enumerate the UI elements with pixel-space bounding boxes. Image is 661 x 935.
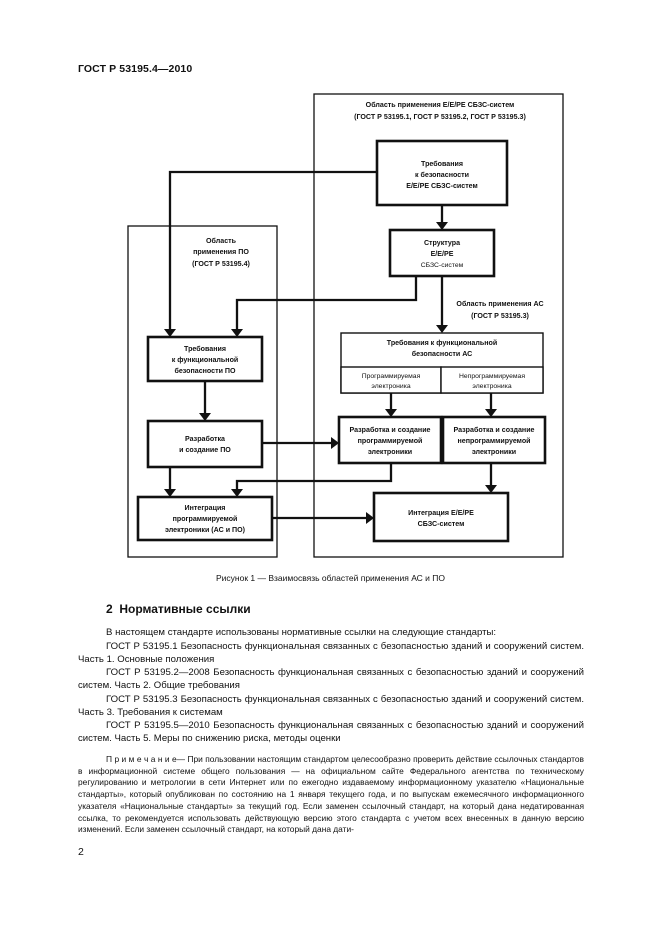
as-scope-title-2: (ГОСТ Р 53195.3) — [471, 312, 529, 320]
svg-text:электроники: электроники — [368, 448, 412, 456]
svg-text:Разработка и создание: Разработка и создание — [453, 426, 534, 434]
region-software-title-3: (ГОСТ Р 53195.4) — [192, 260, 250, 268]
box-programmable-electronics: Программируемая электроника — [340, 366, 442, 394]
section-title: Нормативные ссылки — [119, 602, 251, 616]
svg-text:Разработка и создание: Разработка и создание — [349, 426, 430, 434]
svg-text:Структура: Структура — [424, 239, 460, 247]
section-number: 2 — [106, 602, 113, 616]
svg-text:программируемой: программируемой — [173, 515, 238, 523]
box-software-development: Разработка и создание ПО — [146, 419, 264, 469]
note-text: — При пользовании настоящим стандартом ц… — [78, 754, 584, 835]
box-safety-requirements: Требования к безопасности Е/Е/РЕ СБЗС-си… — [375, 139, 509, 207]
svg-text:программируемой: программируемой — [358, 437, 423, 445]
svg-text:Интеграция Е/Е/РЕ: Интеграция Е/Е/РЕ — [408, 509, 474, 517]
reference-53195-2: ГОСТ Р 53195.2—2008 Безопасность функцио… — [78, 667, 584, 692]
paragraph-intro: В настоящем стандарте использованы норма… — [106, 627, 497, 638]
svg-text:электроника: электроника — [371, 383, 410, 390]
region-eepe-title-2: (ГОСТ Р 53195.1, ГОСТ Р 53195.2, ГОСТ Р … — [354, 113, 526, 121]
svg-text:СБЗС-систем: СБЗС-систем — [418, 520, 465, 528]
svg-text:СБЗС-систем: СБЗС-систем — [421, 262, 464, 269]
svg-text:электроники: электроники — [472, 448, 516, 456]
region-software-title-2: применения ПО — [193, 248, 249, 256]
region-software-scope — [127, 225, 278, 558]
svg-text:Разработка: Разработка — [185, 435, 225, 443]
svg-text:к безопасности: к безопасности — [415, 171, 469, 179]
connectors — [164, 170, 497, 524]
reference-53195-5: ГОСТ Р 53195.5—2010 Безопасность функцио… — [78, 720, 584, 745]
box-integration-programmable-electronics: Интеграция программируемой электроники (… — [136, 495, 274, 542]
svg-text:непрограммируемой: непрограммируемой — [457, 437, 530, 445]
region-eepe-title-1: Область применения Е/Е/РЕ СБЗС-систем — [366, 101, 515, 109]
svg-text:Программируемая: Программируемая — [362, 373, 421, 380]
svg-text:Интеграция: Интеграция — [185, 504, 226, 512]
figure-caption: Рисунок 1 — Взаимосвязь областей примене… — [215, 573, 446, 583]
svg-text:к функциональной: к функциональной — [172, 356, 239, 364]
svg-text:Требования: Требования — [421, 160, 463, 168]
box-integration-system: Интеграция Е/Е/РЕ СБЗС-систем — [372, 491, 510, 543]
svg-text:Е/Е/РЕ: Е/Е/РЕ — [431, 250, 454, 258]
reference-53195-3: ГОСТ Р 53195.3 Безопасность функциональн… — [78, 694, 584, 719]
svg-text:Требования: Требования — [184, 345, 226, 353]
box-development-programmable: Разработка и создание программируемой эл… — [337, 415, 443, 465]
box-nonprogrammable-electronics: Непрограммируемая электроника — [440, 366, 544, 394]
svg-text:и создание ПО: и создание ПО — [179, 446, 231, 454]
svg-text:безопасности ПО: безопасности ПО — [174, 367, 236, 375]
section-heading: 2 Нормативные ссылки — [106, 602, 251, 616]
svg-text:электроники (АС и ПО): электроники (АС и ПО) — [165, 526, 246, 534]
box-structure: Структура Е/Е/РЕ СБЗС-систем — [388, 228, 496, 278]
svg-text:электроника: электроника — [472, 383, 511, 390]
svg-text:Непрограммируемая: Непрограммируемая — [459, 373, 525, 380]
note-label: П р и м е ч а н и е — [106, 754, 177, 764]
svg-text:Е/Е/РЕ СБЗС-систем: Е/Е/РЕ СБЗС-систем — [406, 182, 478, 190]
svg-text:Требования к функциональной: Требования к функциональной — [387, 339, 497, 347]
document-header: ГОСТ Р 53195.4—2010 — [78, 63, 193, 75]
box-development-nonprogrammable: Разработка и создание непрограммируемой … — [441, 415, 547, 465]
note-block: П р и м е ч а н и е— При пользовании нас… — [78, 754, 584, 836]
as-scope-title-1: Область применения АС — [456, 300, 543, 308]
reference-53195-1: ГОСТ Р 53195.1 Безопасность функциональн… — [78, 641, 584, 666]
region-software-title-1: Область — [206, 237, 237, 245]
box-software-requirements: Требования к функциональной безопасности… — [146, 335, 264, 383]
region-eepe-scope — [313, 93, 564, 558]
page-number: 2 — [78, 846, 84, 858]
scope-relationship-diagram: Область применения Е/Е/РЕ СБЗС-систем (Г… — [127, 93, 564, 558]
svg-text:безопасности АС: безопасности АС — [412, 350, 473, 358]
